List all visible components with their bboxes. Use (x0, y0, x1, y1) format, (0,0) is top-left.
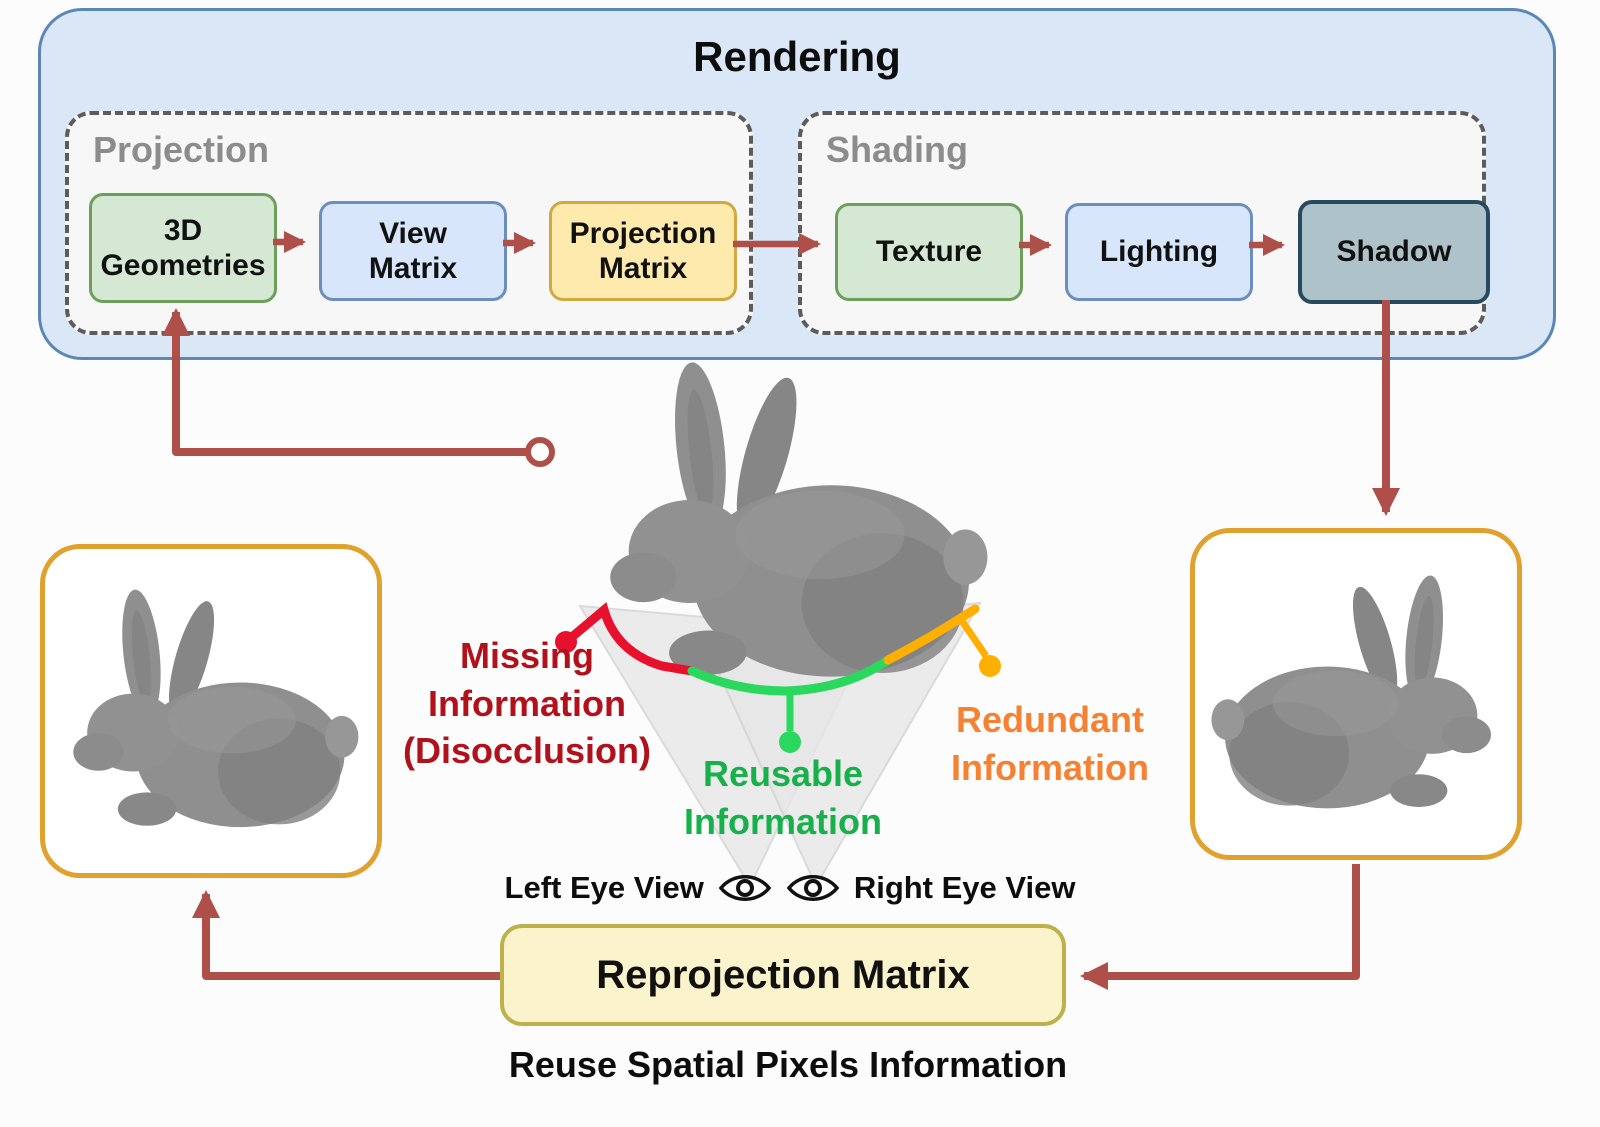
reusable-line1: Reusable (702, 753, 864, 794)
box-projection-matrix-line1: Projection (569, 216, 717, 250)
box-view-matrix: View Matrix (319, 201, 507, 301)
bunny-left-view (73, 589, 359, 828)
right-eye-icon (786, 875, 840, 901)
segment-reusable-green (687, 655, 893, 696)
box-texture-line1: Texture (875, 235, 983, 269)
box-texture: Texture (835, 203, 1023, 301)
reprojection-matrix-box: Reprojection Matrix (500, 924, 1066, 1026)
missing-line2: Information (428, 682, 626, 724)
reusable-line2: Information (684, 800, 882, 842)
shading-group-label: Shading (826, 129, 968, 170)
redundant-line1: Redundant (956, 699, 1144, 740)
left-eye-icon (718, 875, 772, 901)
redundant-information-label: Redundant Information (900, 696, 1200, 791)
rendering-title: Rendering (693, 33, 901, 80)
left-eye-view-label: Left Eye View (504, 870, 704, 905)
bunny-right-view (1211, 574, 1491, 808)
redundant-line2: Information (951, 746, 1149, 788)
figure-caption: Reuse Spatial Pixels Information (508, 1044, 1068, 1085)
box-shadow-line1: Shadow (1336, 235, 1452, 269)
box-projection-matrix-line2: Matrix (598, 252, 688, 285)
feedback-origin-node (525, 437, 555, 467)
box-view-matrix-line2: Matrix (368, 252, 458, 285)
reprojection-matrix-label: Reprojection Matrix (596, 952, 970, 997)
left-eye-view-panel (40, 544, 382, 878)
reusable-information-label: Reusable Information (628, 750, 938, 845)
shading-group: Shading Texture Lighting Shadow (798, 111, 1490, 335)
bunny-central (610, 359, 988, 677)
box-view-matrix-line1: View (379, 216, 447, 250)
arrow-reprojection-to-left-view (192, 890, 500, 980)
rendering-pipeline-panel: Rendering Projection 3D Geometries View … (38, 8, 1556, 360)
right-eye-view-label: Right Eye View (853, 870, 1076, 905)
dot-redundant-orange (979, 655, 1001, 677)
eye-view-row: Left Eye View Right Eye View (400, 870, 1180, 906)
missing-line1: Missing (459, 635, 594, 676)
box-shadow: Shadow (1298, 200, 1490, 304)
box-3d-geometries-line1: 3D (163, 213, 203, 247)
box-lighting: Lighting (1065, 203, 1253, 301)
projection-group: Projection 3D Geometries View Matrix Pro… (65, 111, 753, 335)
right-eye-view-panel (1190, 528, 1522, 860)
box-projection-matrix: Projection Matrix (549, 201, 737, 301)
box-lighting-line1: Lighting (1099, 235, 1219, 269)
segment-redundant-orange (883, 604, 980, 665)
projection-group-label: Projection (93, 129, 270, 170)
box-3d-geometries-line2: Geometries (100, 249, 266, 282)
connector-redundant-orange (957, 616, 989, 658)
box-3d-geometries: 3D Geometries (89, 193, 277, 303)
